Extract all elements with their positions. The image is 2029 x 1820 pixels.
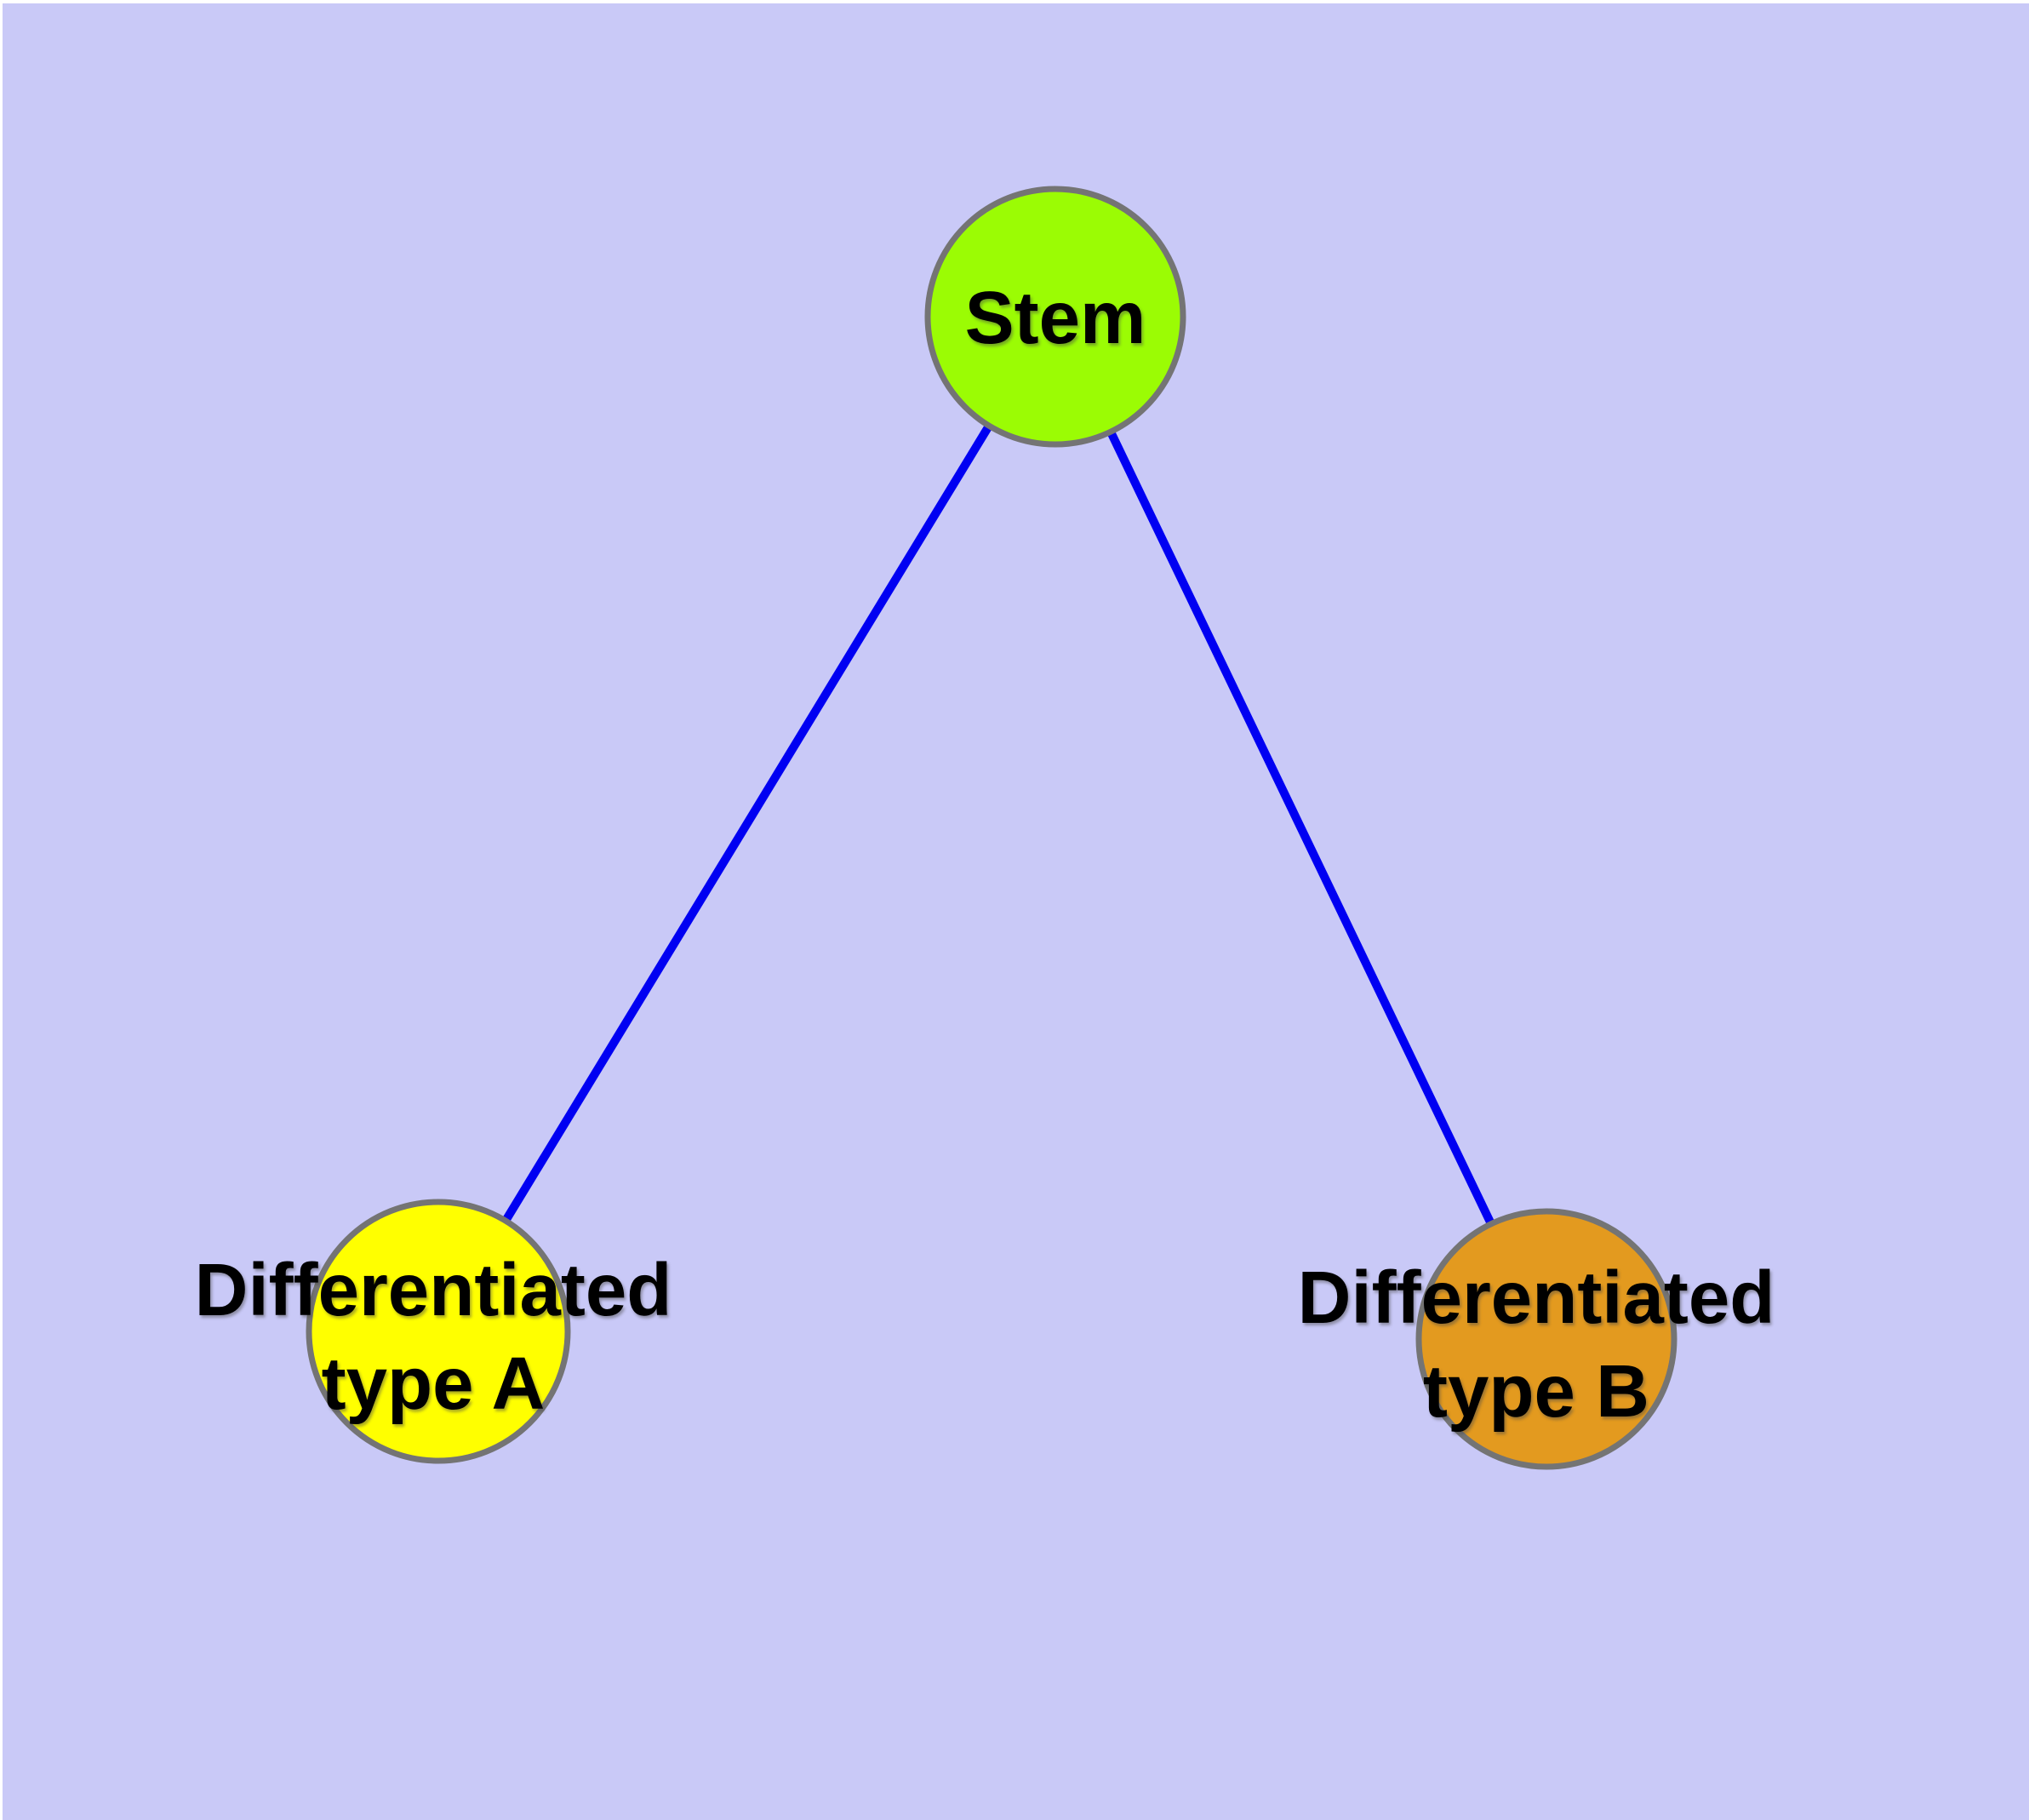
node-stem-label: Stem (965, 277, 1146, 359)
node-type-b-label-line2: type B (1423, 1350, 1649, 1433)
node-type-b-label-line1: Differentiated (1298, 1256, 1775, 1339)
edge-stem-to-type-a (434, 314, 1060, 1334)
node-type-a-label-line2: type A (322, 1342, 546, 1425)
node-differentiated-type-a[interactable] (306, 1199, 571, 1464)
node-stem[interactable] (924, 186, 1186, 448)
node-differentiated-type-b[interactable] (1415, 1208, 1677, 1470)
node-type-a-label-line1: Differentiated (195, 1249, 672, 1331)
edge-stem-to-type-b (1051, 314, 1551, 1342)
